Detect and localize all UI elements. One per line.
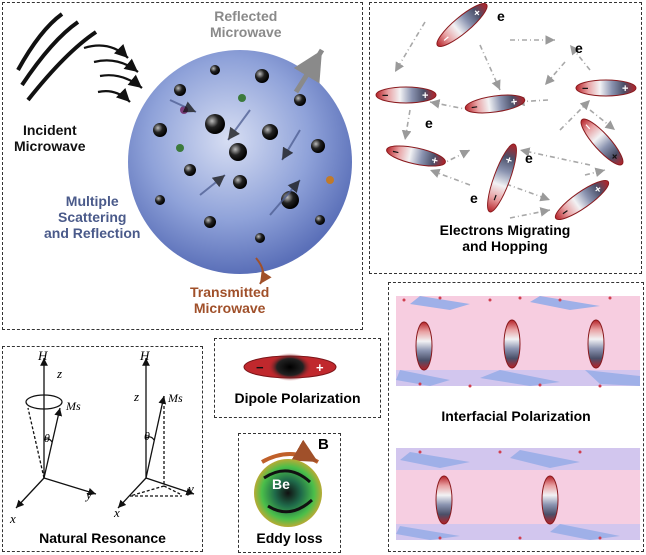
svg-text:−: −: [382, 90, 388, 102]
dipole-title: Dipole Polarization: [234, 390, 361, 406]
electron-label-3: e: [425, 115, 433, 131]
eddy-title: Eddy loss: [256, 530, 323, 546]
sphere-scatter-arrows: [169, 99, 301, 216]
svg-text:+: +: [316, 360, 324, 375]
interfacial-title: Interfacial Polarization: [441, 408, 591, 424]
svg-text:−: −: [489, 193, 502, 203]
nr-Ms-label-left: Ms: [66, 399, 81, 413]
electron-label-1: e: [497, 8, 505, 24]
svg-text:−: −: [471, 101, 479, 114]
interface-dots: [402, 296, 612, 540]
nr-H-label-right: H: [140, 348, 150, 363]
reflected-label: Reflected Microwave: [210, 8, 282, 41]
hopping-title: Electrons Migrating and Hopping: [439, 222, 571, 255]
svg-text:−: −: [256, 360, 264, 375]
svg-text:+: +: [510, 96, 518, 109]
svg-text:+: +: [422, 90, 428, 102]
natural-resonance-panel: [2, 346, 203, 552]
eddy-field-label: B: [318, 436, 329, 453]
nr-theta-label-right: θ: [144, 429, 150, 443]
nr-Ms-label-right: Ms: [168, 391, 183, 405]
nr-z-label-right: z: [134, 389, 140, 404]
transmitted-label: Transmitted Microwave: [190, 284, 270, 317]
reflected-arrow-icon: [293, 48, 325, 94]
incident-label: Incident Microwave: [14, 122, 86, 155]
eddy-sphere: [254, 459, 322, 527]
transmitted-arrow-icon: [255, 257, 272, 285]
sphere-particles: [153, 65, 334, 243]
nr-y-label-right: y: [188, 481, 194, 496]
nr-y-label-left: y: [86, 487, 92, 502]
eddy-core-label: Be: [272, 476, 290, 492]
svg-text:+: +: [430, 154, 439, 167]
nr-x-label-right: x: [114, 505, 120, 520]
nr-z-label-left: z: [57, 366, 63, 381]
natural-resonance-title: Natural Resonance: [39, 530, 166, 546]
multiple-label: Multiple Scattering and Reflection: [44, 193, 141, 242]
interface-layer-bottom: [396, 448, 640, 540]
nr-H-label-left: H: [38, 348, 48, 363]
svg-text:−: −: [582, 83, 588, 95]
incident-arrows-icon: [83, 44, 143, 103]
svg-text:−: −: [391, 146, 400, 159]
nr-x-label-left: x: [10, 511, 16, 526]
eddy-field-arrow-icon: [261, 439, 319, 464]
svg-text:+: +: [503, 155, 516, 165]
electron-label-2: e: [575, 40, 583, 56]
incident-wave-icon: [16, 12, 98, 102]
hopping-dipoles: − + − + − + − + − + − + −: [375, 3, 637, 220]
svg-text:+: +: [622, 83, 628, 95]
nr-theta-label-left: θ: [44, 431, 50, 445]
electron-label-5: e: [470, 190, 478, 206]
interface-dipoles: [415, 319, 605, 525]
electron-label-4: e: [525, 150, 533, 166]
